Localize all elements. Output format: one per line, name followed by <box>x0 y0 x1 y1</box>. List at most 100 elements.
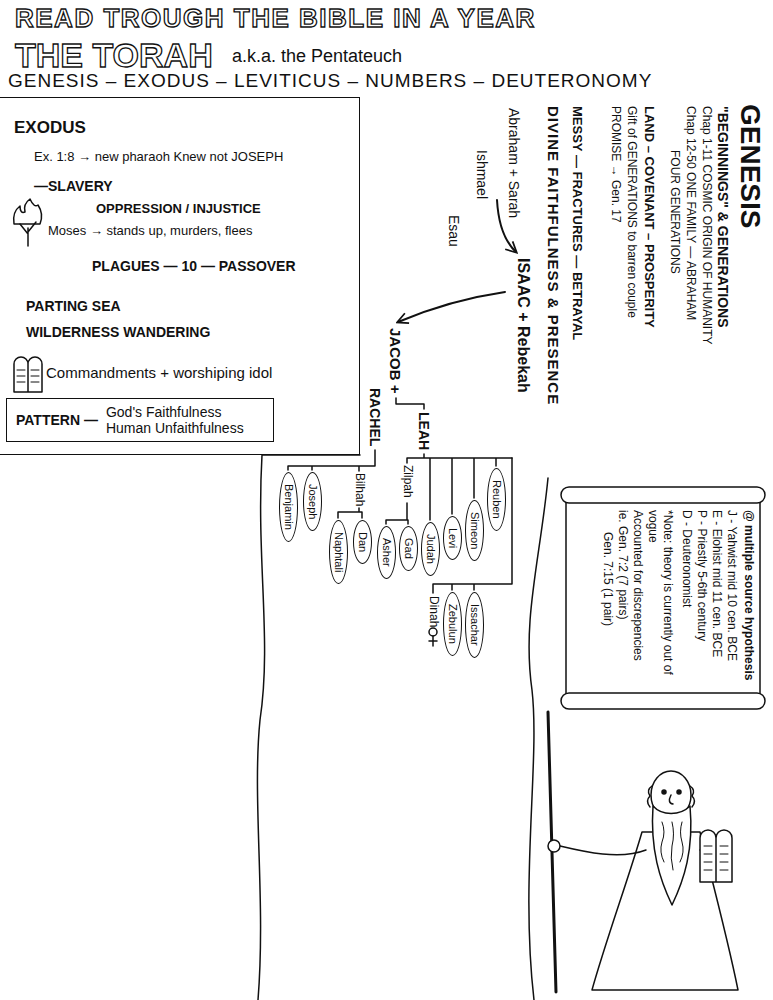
son-oval: Naphtali <box>329 520 348 584</box>
son-oval: Asher <box>377 526 396 579</box>
tree-line <box>386 503 408 524</box>
tree-line <box>396 398 424 409</box>
scroll-paper <box>566 496 760 700</box>
exodus-note: OPPRESSION / INJUSTICE <box>96 202 261 217</box>
source-note: Accounted for discrepencies <box>630 510 645 686</box>
genesis-note: FOUR GENERATIONS <box>667 150 681 274</box>
source-scroll: @ multiple source hypothesisJ - Yahwist … <box>560 484 766 712</box>
exodus-note: WILDERNESS WANDERING <box>26 324 210 340</box>
genesis-note: Chap 1-11 COSMIC ORIGIN OF HUMANITY <box>699 106 713 344</box>
section-title: THE TORAH <box>15 36 213 75</box>
tree-line <box>288 450 375 471</box>
genesis-note: Chap 12-50 ONE FAMILY — ABRAHAM <box>683 106 697 320</box>
son-name: Gad <box>402 538 415 559</box>
tree-line <box>407 454 512 520</box>
moses-beard <box>661 822 683 870</box>
son-name: Joseph <box>306 484 319 519</box>
son-name: Zebulun <box>446 604 459 644</box>
son-name: Asher <box>380 538 393 567</box>
moses-eye <box>677 790 681 794</box>
moses-nose <box>669 795 673 804</box>
family-name: LEAH <box>416 412 432 450</box>
tree-outline <box>257 455 360 1000</box>
exodus-note: Commandments + worshiping idol <box>46 364 272 381</box>
son-name: Naphtali <box>332 532 345 572</box>
tree-line <box>338 508 362 518</box>
son-name: Levi <box>446 528 459 548</box>
tablets-icon <box>17 370 39 382</box>
book-list: GENESIS – EXODUS – LEVITICUS – NUMBERS –… <box>8 70 652 92</box>
genesis-note: MESSY — FRACTURES — BETRAYAL <box>569 106 584 340</box>
son-oval: Joseph <box>303 472 322 531</box>
genesis-note: LAND – COVENANT – PROSPERITY <box>641 106 656 328</box>
tree-line <box>433 458 512 593</box>
moses-tablets <box>700 830 732 882</box>
moses-hand <box>548 840 560 852</box>
son-oval: Levi <box>443 516 462 560</box>
burning-bush <box>14 199 42 224</box>
page-title: READ TROUGH THE BIBLE IN A YEAR <box>15 4 536 34</box>
exodus-note: PARTING SEA <box>26 298 121 314</box>
son-oval: Dan <box>353 520 372 564</box>
moses-eye <box>662 790 666 794</box>
female-symbol <box>429 628 437 636</box>
section-heading: GENESIS <box>734 104 766 228</box>
source-note: ie. Gen. 7:2 (7 pairs) <box>615 510 630 686</box>
family-name: Ishmael <box>474 150 490 199</box>
family-name: JACOB + <box>387 328 404 393</box>
exodus-note: —SLAVERY <box>34 178 113 194</box>
pattern-text: God's Faithfulness Human Unfaithfulness <box>106 404 264 436</box>
family-name: Abraham + Sarah <box>506 108 522 218</box>
son-oval: Gad <box>399 526 418 571</box>
tablets-icon <box>14 357 42 392</box>
source-note: @ multiple source hypothesis <box>741 510 756 686</box>
family-name: Esau <box>446 215 462 247</box>
family-name: ISAAC + Rebekah <box>514 258 532 393</box>
family-name: Dinah <box>426 596 440 627</box>
moses-tablets <box>704 846 728 870</box>
exodus-note: PLAGUES — 10 — PASSOVER <box>92 258 296 274</box>
son-name: Judah <box>424 534 437 564</box>
genesis-note: Gift of GENERATIONS to barren couple <box>624 106 638 318</box>
exodus-note: Moses → stands up, murders, flees <box>48 224 252 239</box>
subtitle: a.k.a. the Pentateuch <box>232 46 402 67</box>
scroll-roll <box>561 487 765 503</box>
source-note: D - Deuteronomist <box>679 510 694 686</box>
family-name: Zilpah <box>400 465 414 498</box>
genesis-note: PROMISE → Gen. 17 <box>608 106 622 223</box>
genesis-note: "BEGINNINGS" & GENERATIONS <box>715 106 731 327</box>
section-heading: EXODUS <box>14 118 86 138</box>
source-note: *Note: theory is currently out of vogue <box>645 510 675 686</box>
source-note: P - Priestly 5-6th century <box>694 510 709 686</box>
burning-bush <box>20 222 36 246</box>
family-name: RACHEL <box>367 388 383 446</box>
pattern-text: PATTERN — <box>16 412 98 428</box>
son-name: Simeon <box>468 512 481 549</box>
exodus-panel: PATTERN — God's Faithfulness Human Unfait… <box>0 97 360 455</box>
son-name: Dan <box>356 532 369 552</box>
moses-beard <box>652 806 690 905</box>
genesis-note: DIVINE FAITHFULNESS & PRESENCE <box>545 106 562 405</box>
moses-arm <box>560 846 646 855</box>
descent-arrow <box>398 292 505 322</box>
source-note: Gen. 7:15 (1 pair) <box>600 532 615 686</box>
pattern-box: PATTERN — God's Faithfulness Human Unfait… <box>6 398 274 442</box>
source-note: E - Elohist mid 11 cen. BCE <box>709 510 724 686</box>
son-name: Issachar <box>468 604 481 646</box>
exodus-note: Ex. 1:8 → new pharaoh Knew not JOSEPH <box>34 150 283 165</box>
family-name: Bilhah <box>352 473 366 506</box>
son-oval: Benjamin <box>279 472 298 542</box>
tree-outline <box>529 478 548 1000</box>
son-oval: Zebulun <box>443 592 462 656</box>
moses-hair <box>648 786 695 807</box>
son-oval: Reuben <box>487 468 506 531</box>
scroll-roll <box>561 693 765 709</box>
son-oval: Judah <box>421 522 440 576</box>
son-name: Benjamin <box>282 484 295 530</box>
son-name: Reuben <box>490 480 503 519</box>
source-note: J - Yahwist mid 10 cen. BCE <box>724 510 739 686</box>
son-oval: Simeon <box>465 500 484 561</box>
female-symbol <box>429 636 437 646</box>
son-oval: Issachar <box>465 592 484 658</box>
